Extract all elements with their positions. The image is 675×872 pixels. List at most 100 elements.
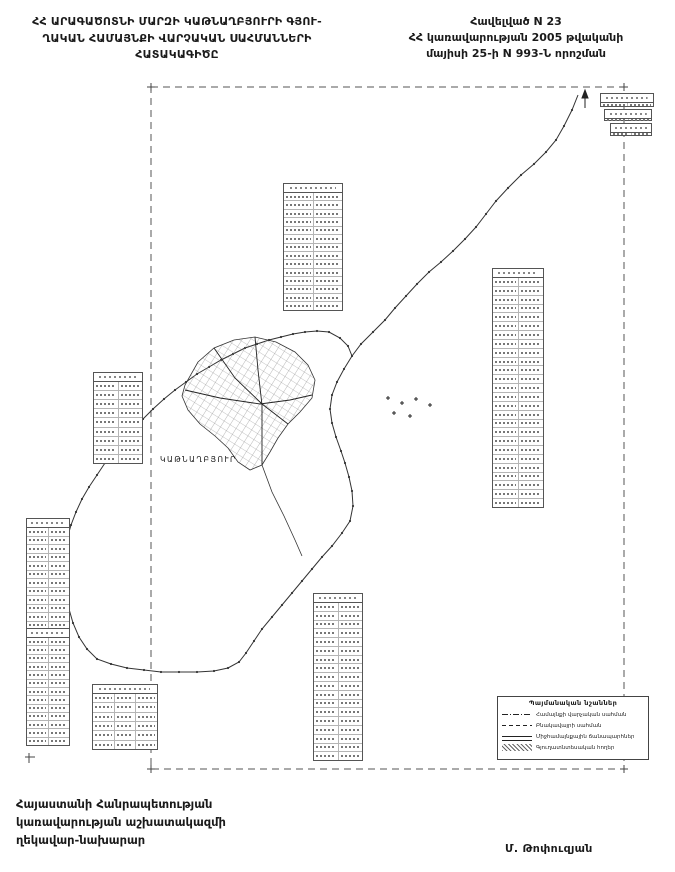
map-title: ՀՀ ԱՐԱԳԱԾՈՏՆԻ ՄԱՐԶԻ ԿԱԹՆԱՂԲՅՈՒՐԻ ԳՅՈՒ- Ղ… <box>12 14 342 64</box>
coordinate-table-header <box>605 110 651 119</box>
coordinate-table-row <box>493 446 543 455</box>
coordinate-table <box>93 372 143 464</box>
annex-line-3: մայիսի 25-ի N 993-Ն որոշման <box>426 46 606 60</box>
coordinate-table-row <box>27 671 69 680</box>
coordinate-table-row <box>493 392 543 402</box>
coordinate-table-row <box>493 410 543 420</box>
coordinate-table-row <box>284 251 342 261</box>
coordinate-table-header <box>27 629 69 638</box>
annex-reference: Հավելված N 23 ՀՀ կառավարության 2005 թվակ… <box>372 14 660 62</box>
coordinate-table-row <box>493 295 543 305</box>
coordinate-table-row <box>27 553 69 562</box>
coordinate-table-row <box>94 436 142 446</box>
coordinate-table-row <box>493 490 543 500</box>
map-title-line-1: ՀՀ ԱՐԱԳԱԾՈՏՆԻ ՄԱՐԶԻ ԿԱԹՆԱՂԲՅՈՒՐԻ ԳՅՈՒ- <box>32 15 322 28</box>
signer-name: Մ. Թոփուզյան <box>505 842 593 855</box>
settlement-roads <box>184 336 313 465</box>
coordinate-table-row <box>94 454 142 463</box>
legend-title: Պայմանական նշաններ <box>528 699 618 707</box>
coordinate-table-row <box>314 690 362 700</box>
legend-item-label: Բնակավայրի սահման <box>536 722 602 729</box>
map-legend: Պայմանական նշաններ Համայնքի վարչական սահ… <box>497 696 649 760</box>
coordinate-table-row <box>493 278 543 287</box>
annex-line-2: ՀՀ կառավարության 2005 թվականի <box>408 30 624 44</box>
coordinate-table-row <box>493 419 543 429</box>
coordinate-table <box>92 684 158 750</box>
coordinate-table-row <box>493 348 543 358</box>
coordinate-table-row <box>284 218 342 227</box>
coordinate-table-row <box>314 620 362 630</box>
coordinate-table-row <box>493 313 543 323</box>
coordinate-table-row <box>93 731 157 741</box>
coordinate-table-row <box>27 737 69 746</box>
coordinate-table-row <box>27 545 69 554</box>
coordinate-table-row <box>611 133 651 135</box>
coordinate-table-row <box>493 357 543 367</box>
coordinate-table <box>26 628 70 746</box>
coordinate-table-row <box>27 696 69 705</box>
coordinate-table-row <box>314 717 362 726</box>
coordinate-table-row <box>493 286 543 296</box>
coordinate-table-row <box>93 703 157 713</box>
legend-item: Բնակավայրի սահման <box>502 720 644 731</box>
coordinate-table-row <box>284 285 342 295</box>
coordinate-table-row <box>493 481 543 491</box>
signature-block: Հայաստանի Հանրապետության կառավարության ա… <box>16 796 256 849</box>
coordinate-table <box>26 518 70 630</box>
coordinate-table-row <box>27 704 69 713</box>
legend-symbol-dash-icon <box>502 722 532 729</box>
map-title-line-2: ՂԱԿԱՆ ՀԱՄԱՅՆՔԻ ՎԱՐՉԱԿԱՆ ՍԱՀՄԱՆՆԵՐԻ <box>42 31 312 45</box>
coordinate-table-row <box>27 621 69 629</box>
coordinate-table-row <box>94 418 142 428</box>
coordinate-table-row <box>493 304 543 314</box>
frame-corner-marks <box>25 83 628 773</box>
coordinate-table-row <box>284 294 342 303</box>
survey-point-marks <box>386 396 432 418</box>
coordinate-table-row <box>284 268 342 278</box>
coordinate-table-row <box>493 339 543 349</box>
coordinate-table-row <box>314 629 362 639</box>
coordinate-table-header <box>27 519 69 528</box>
coordinate-table-row <box>314 734 362 744</box>
coordinate-table-row <box>27 638 69 647</box>
coordinate-table-row <box>93 721 157 732</box>
coordinate-table-row <box>94 409 142 419</box>
signature-line-3: ղեկավար-նախարար <box>16 832 146 847</box>
coordinate-table-row <box>27 729 69 738</box>
annex-line-1: Հավելված N 23 <box>470 15 562 28</box>
coordinate-table-row <box>27 679 69 688</box>
legend-item-label: Համայնքի վարչական սահման <box>536 711 627 718</box>
signature-line-2: կառավարության աշխատակազմի <box>16 814 226 829</box>
coordinate-table <box>283 183 343 311</box>
coordinate-table-row <box>27 712 69 722</box>
coordinate-table-row <box>493 322 543 332</box>
coordinate-table-row <box>27 687 69 697</box>
coordinate-table-row <box>284 243 342 252</box>
coordinate-table <box>600 93 654 107</box>
coordinate-table-row <box>493 437 543 447</box>
administrative-boundary <box>61 94 579 674</box>
coordinate-table-row <box>94 382 142 392</box>
coordinate-table-header <box>314 594 362 603</box>
coordinate-table-row <box>493 472 543 482</box>
coordinate-table-row <box>27 536 69 545</box>
coordinate-table-row <box>94 445 142 455</box>
coordinate-table-row <box>93 740 157 749</box>
coordinate-table-row <box>94 400 142 410</box>
coordinate-table-row <box>27 721 69 730</box>
coordinate-table-row <box>27 654 69 663</box>
coordinate-table-row <box>94 427 142 437</box>
coordinate-table <box>313 593 363 761</box>
coordinate-table-row <box>93 712 157 722</box>
coordinate-table-row <box>284 235 342 244</box>
signature-line-1: Հայաստանի Հանրապետության <box>16 797 213 811</box>
coordinate-table-row <box>493 499 543 507</box>
coordinate-table-row <box>314 699 362 709</box>
coordinate-table-row <box>284 226 342 236</box>
coordinate-table-header <box>493 269 543 278</box>
coordinate-table-row <box>284 193 342 202</box>
coordinate-table-row <box>314 743 362 753</box>
coordinate-table-row <box>27 613 69 622</box>
